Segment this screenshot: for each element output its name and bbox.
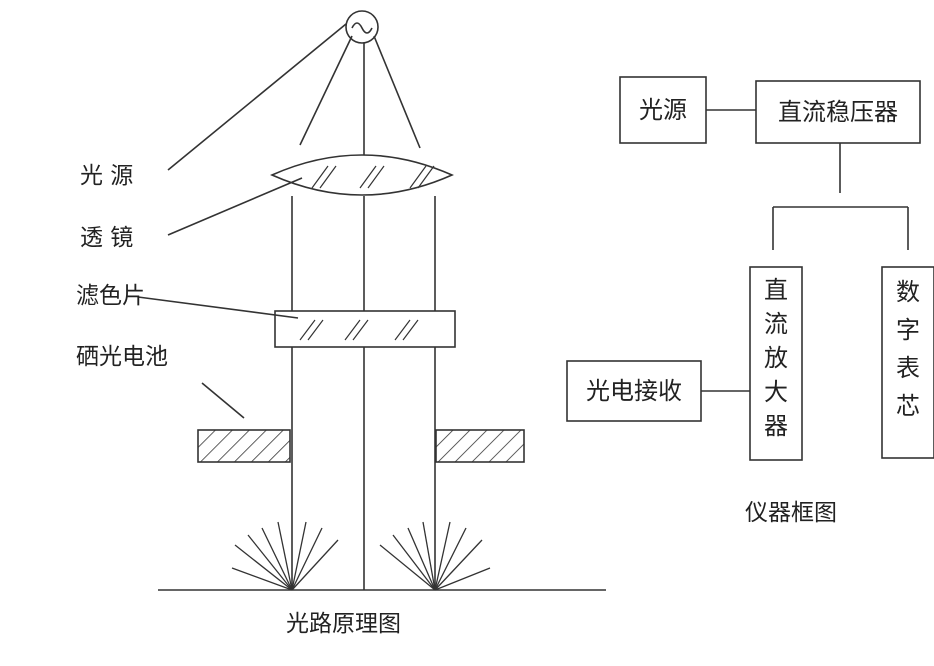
block-digital-meter xyxy=(881,266,934,459)
label-cell: 硒光电池 xyxy=(76,344,168,370)
photocell-left xyxy=(197,429,291,463)
block-receiver-label: 光电接收 xyxy=(586,377,682,405)
block-regulator-label: 直流稳压器 xyxy=(778,98,898,126)
color-filter xyxy=(274,310,456,348)
ac-wave-icon xyxy=(351,22,373,34)
ac-source-icon xyxy=(345,10,379,44)
photocell-right xyxy=(435,429,525,463)
block-regulator xyxy=(755,80,921,144)
block-amplifier xyxy=(749,266,803,461)
vertical-label-text: 数字表芯 xyxy=(896,278,920,420)
block-amplifier-label: 直流放大器 xyxy=(764,276,788,440)
block-digital-meter-label: 数字表芯 xyxy=(896,278,920,420)
label-lens: 透 镜 xyxy=(80,225,133,251)
block-caption: 仪器框图 xyxy=(745,500,837,526)
block-light-source-label: 光源 xyxy=(639,96,687,124)
lens xyxy=(270,154,454,196)
vertical-label-text: 直流放大器 xyxy=(764,276,788,440)
optical-caption: 光路原理图 xyxy=(286,611,401,637)
label-filter: 滤色片 xyxy=(76,283,145,309)
label-light-source: 光 源 xyxy=(80,163,133,189)
